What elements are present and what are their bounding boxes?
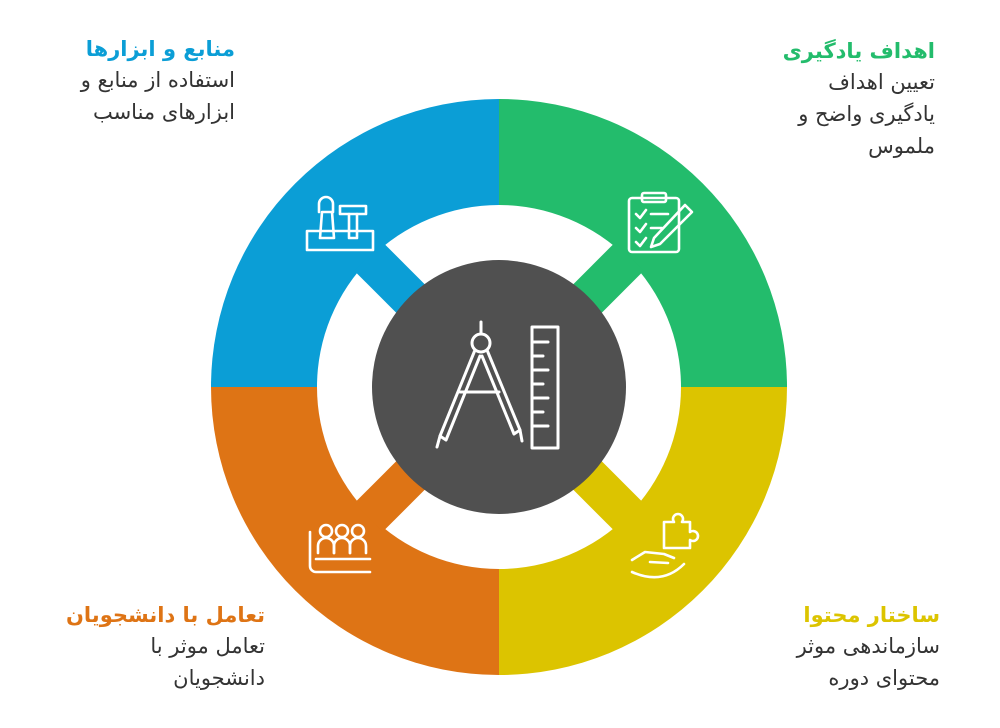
desc-line: ابزارهای مناسب xyxy=(92,100,235,124)
hand-puzzle-icon xyxy=(630,512,700,579)
desc-resources: استفاده از منابع و ابزارهای مناسب xyxy=(20,64,235,128)
desc-line: تعیین اهداف xyxy=(828,70,935,94)
center-circle xyxy=(372,260,626,514)
desc-line: یادگیری واضح و xyxy=(798,102,935,126)
desc-line: ملموس xyxy=(868,134,935,158)
label-interaction: تعامل با دانشجویان تعامل موثر با دانشجوی… xyxy=(20,600,265,694)
desc-goals: تعیین اهداف یادگیری واضح و ملموس xyxy=(700,66,935,162)
desc-line: سازماندهی موثر xyxy=(796,634,940,658)
label-content: ساختار محتوا سازماندهی موثر محتوای دوره xyxy=(700,600,940,694)
desc-interaction: تعامل موثر با دانشجویان xyxy=(20,630,265,694)
students-icon xyxy=(308,523,372,574)
desc-line: دانشجویان xyxy=(173,666,265,690)
desc-line: تعامل موثر با xyxy=(150,634,265,658)
label-goals: اهداف یادگیری تعیین اهداف یادگیری واضح و… xyxy=(700,36,935,162)
clipboard-checklist-icon xyxy=(627,191,694,254)
title-resources: منابع و ابزارها xyxy=(85,37,235,61)
title-interaction: تعامل با دانشجویان xyxy=(66,603,265,627)
compass-ruler-icon xyxy=(435,320,560,450)
desc-line: استفاده از منابع و xyxy=(80,68,235,92)
desc-line: محتوای دوره xyxy=(828,666,940,690)
toolbox-icon xyxy=(305,195,375,252)
label-resources: منابع و ابزارها استفاده از منابع و ابزار… xyxy=(20,34,235,128)
title-content: ساختار محتوا xyxy=(803,603,940,627)
title-goals: اهداف یادگیری xyxy=(782,39,935,63)
desc-content: سازماندهی موثر محتوای دوره xyxy=(700,630,940,694)
